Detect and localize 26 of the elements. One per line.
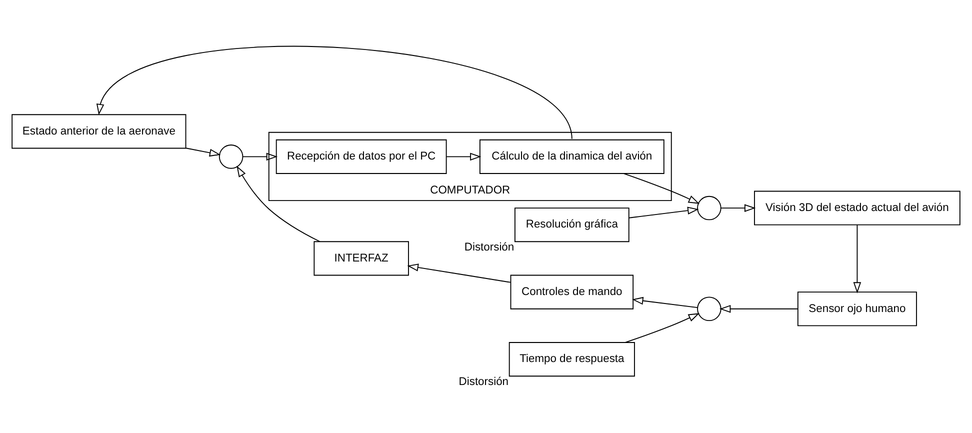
arrow bbox=[186, 147, 221, 156]
arrow bbox=[624, 312, 700, 342]
arrow bbox=[719, 304, 798, 312]
arrow bbox=[242, 152, 278, 160]
node-circle bbox=[697, 296, 722, 321]
node-box: Estado anterior de la aeronave bbox=[12, 114, 186, 148]
node-circle bbox=[218, 144, 244, 168]
arrow bbox=[236, 165, 320, 242]
node-box: Tiempo de respuesta bbox=[508, 342, 635, 376]
node-box: Sensor ojo humano bbox=[797, 291, 917, 326]
node-box: Resolución gráfica bbox=[514, 207, 630, 242]
arrow bbox=[720, 204, 756, 212]
node-box: Recepción de datos por el PC bbox=[276, 138, 447, 174]
node-label: Distorsión bbox=[464, 241, 514, 254]
arrow bbox=[446, 152, 482, 160]
arrow bbox=[628, 206, 699, 218]
node-box: Cálculo de la dinamica del avión bbox=[479, 138, 664, 174]
node-box: INTERFAZ bbox=[314, 240, 409, 276]
node-label: Distorsión bbox=[458, 376, 509, 388]
node-circle bbox=[697, 195, 722, 220]
node-box: Controles de mando bbox=[510, 274, 634, 309]
arrow bbox=[853, 224, 862, 293]
arrow bbox=[623, 172, 700, 204]
node-box: Visión 3D del estado actual del avión bbox=[754, 190, 960, 225]
arrow bbox=[407, 263, 511, 282]
arrow bbox=[632, 296, 698, 308]
